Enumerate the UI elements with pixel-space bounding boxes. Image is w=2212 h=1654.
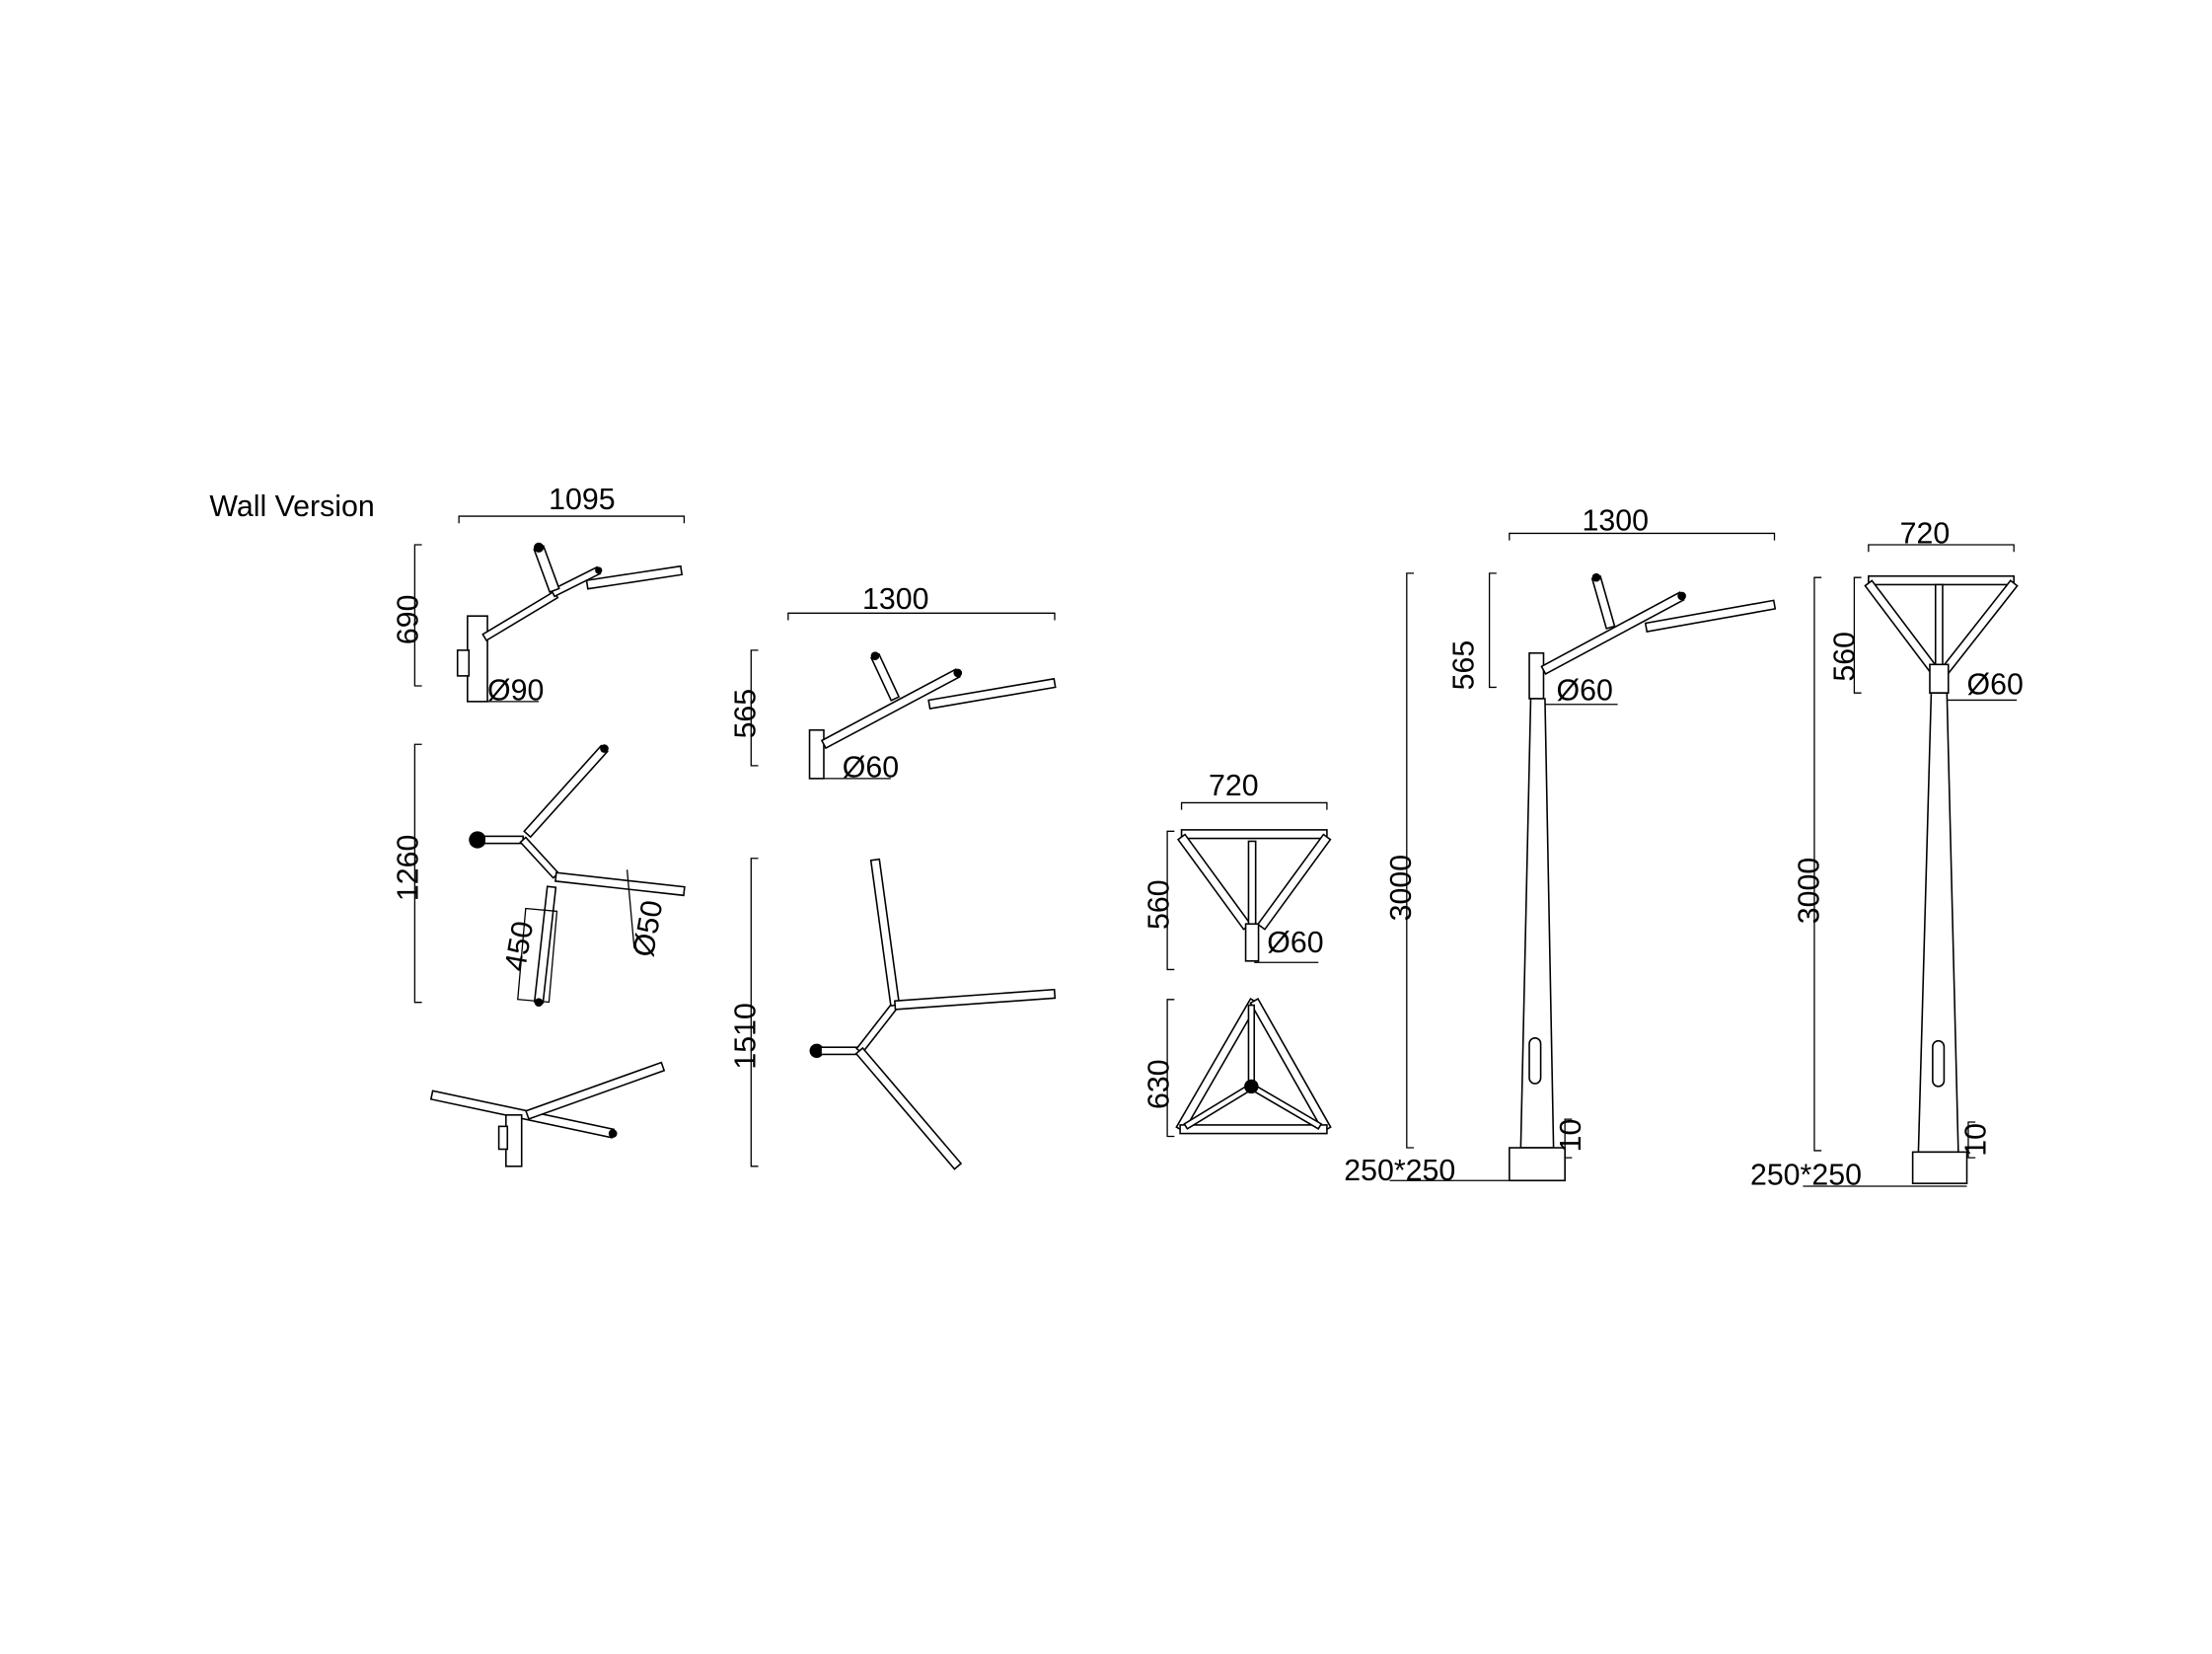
dimension-line xyxy=(1868,544,2015,553)
lamp-end-cap xyxy=(595,566,603,574)
mount-sleeve xyxy=(1244,923,1260,962)
center-stem xyxy=(1934,583,1944,671)
wall-plate xyxy=(497,1125,509,1151)
dim-tube-diameter: Ø50 xyxy=(627,898,669,959)
dim-triangle-width: 720 xyxy=(1209,770,1259,802)
title-wall-version: Wall Version xyxy=(209,490,374,523)
lamp-tube xyxy=(1247,1004,1256,1088)
lamp-tube xyxy=(533,885,557,1005)
dimension-line xyxy=(750,858,759,1167)
dim-pole2-base-thickness: 10 xyxy=(1959,1123,1992,1157)
dim-pole2-height: 3000 xyxy=(1793,858,1825,924)
lamp-tube xyxy=(869,858,901,1008)
center-stem xyxy=(1247,840,1257,928)
lamp-tube xyxy=(483,835,524,845)
dimension-line xyxy=(750,649,759,767)
lamp-tube xyxy=(894,988,1057,1011)
lamp-tube xyxy=(1941,579,2019,674)
dim-triangle-top-height: 630 xyxy=(1143,1059,1176,1109)
lamp-tube xyxy=(1256,833,1332,931)
dim-wall-width: 1095 xyxy=(549,484,615,516)
lamp-tube xyxy=(927,677,1057,710)
dimension-line xyxy=(458,515,686,524)
dim-pole1-width: 1300 xyxy=(1582,505,1648,538)
dim-pole1-height: 3000 xyxy=(1385,855,1418,921)
dimension-line xyxy=(413,544,422,687)
lamp-end-cap xyxy=(608,1129,618,1138)
lamp-tube xyxy=(481,590,559,642)
center-hub xyxy=(1244,1079,1259,1094)
lamp-tube xyxy=(854,1046,963,1170)
dim-large-width: 1300 xyxy=(862,583,928,616)
dim-triangle-diameter: Ø60 xyxy=(1267,927,1323,959)
dimension-line xyxy=(1564,1118,1573,1159)
lamp-end-cap xyxy=(1677,591,1686,601)
pole-base-plate xyxy=(1911,1151,1968,1184)
dim-arm-length: 450 xyxy=(499,919,540,974)
dimension-line xyxy=(413,743,422,1004)
lamp-end-cap xyxy=(533,542,545,553)
dimension-line xyxy=(1406,572,1415,1149)
lamp-tube xyxy=(525,1061,666,1120)
mount-sleeve xyxy=(1929,663,1950,695)
dimension-line xyxy=(1166,999,1175,1138)
dim-wall-top-height: 1260 xyxy=(392,835,424,901)
lamp-tube xyxy=(1540,591,1685,675)
lamp-tube xyxy=(1179,1124,1328,1135)
pole-base-plate xyxy=(1509,1147,1566,1182)
lamp-end-cap xyxy=(953,668,963,678)
leader-line xyxy=(626,869,635,948)
lamp-tube xyxy=(554,871,686,897)
wall-bracket xyxy=(505,1114,523,1167)
dim-wall-diameter: Ø90 xyxy=(487,674,544,707)
lamp-tube xyxy=(585,564,684,590)
lamp-tube xyxy=(1868,574,2015,586)
wall-mount-ball xyxy=(469,831,486,849)
wall-bracket xyxy=(467,615,488,703)
dim-triangle-height: 560 xyxy=(1143,879,1176,930)
lamp-tube xyxy=(1180,829,1328,840)
dim-large-top-height: 1510 xyxy=(730,1003,763,1069)
dim-wall-height: 690 xyxy=(392,594,424,644)
lamp-tube xyxy=(533,545,560,593)
dimension-box xyxy=(517,907,558,1004)
dim-large-diameter: Ø60 xyxy=(843,751,899,784)
lamp-end-cap xyxy=(534,998,544,1008)
wall-bracket xyxy=(808,728,825,780)
dimension-line xyxy=(1488,572,1497,689)
lamp-tube xyxy=(519,836,560,879)
lamp-tube xyxy=(855,1002,900,1055)
dim-pole2-width: 720 xyxy=(1900,518,1951,551)
dim-pole2-base-size: 250*250 xyxy=(1750,1160,1862,1192)
dimension-line xyxy=(1166,830,1175,971)
dim-pole2-head-height: 560 xyxy=(1828,632,1861,682)
lamp-tube xyxy=(820,1046,860,1056)
dimension-line xyxy=(1853,576,1862,694)
pole-top-bracket xyxy=(1528,651,1545,700)
dimension-line xyxy=(787,612,1056,621)
drawing-geometry xyxy=(413,515,2019,1187)
wall-plate xyxy=(456,649,471,677)
pole-access-hatch xyxy=(1932,1039,1946,1088)
dimension-line xyxy=(1813,576,1822,1152)
lamp-tube xyxy=(1176,833,1252,931)
dimension-line xyxy=(1509,532,1776,541)
lamp-tube xyxy=(869,652,901,702)
lamp-tube xyxy=(523,744,609,839)
lamp-tube xyxy=(1644,599,1777,633)
dimension-line xyxy=(1180,801,1328,810)
dim-large-height: 565 xyxy=(730,689,763,739)
pole-access-hatch xyxy=(1528,1037,1542,1085)
lamp-end-cap xyxy=(870,651,880,660)
dim-pole2-diameter: Ø60 xyxy=(1967,669,2024,702)
dim-pole1-diameter: Ø60 xyxy=(1556,674,1612,707)
lamp-tube xyxy=(1864,579,1939,674)
dim-pole1-base-size: 250*250 xyxy=(1344,1155,1455,1187)
dim-pole1-head-height: 565 xyxy=(1448,640,1481,691)
dim-pole1-base-thickness: 10 xyxy=(1555,1119,1587,1153)
dimension-line xyxy=(1967,1121,1976,1159)
lamp-tube xyxy=(1590,575,1616,630)
lamp-end-cap xyxy=(600,744,609,753)
lamp-end-cap xyxy=(1591,572,1601,582)
